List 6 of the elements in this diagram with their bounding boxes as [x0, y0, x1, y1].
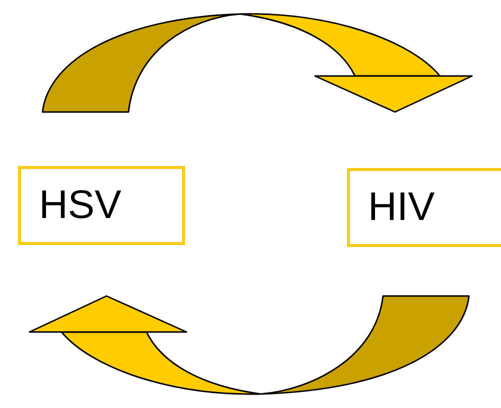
label-box [18, 166, 185, 245]
node-label: HSV [39, 183, 122, 228]
label-box [347, 168, 501, 247]
node-label: HIV [368, 185, 435, 230]
curved-arrow [42, 13, 472, 113]
curved-arrow [30, 295, 470, 395]
